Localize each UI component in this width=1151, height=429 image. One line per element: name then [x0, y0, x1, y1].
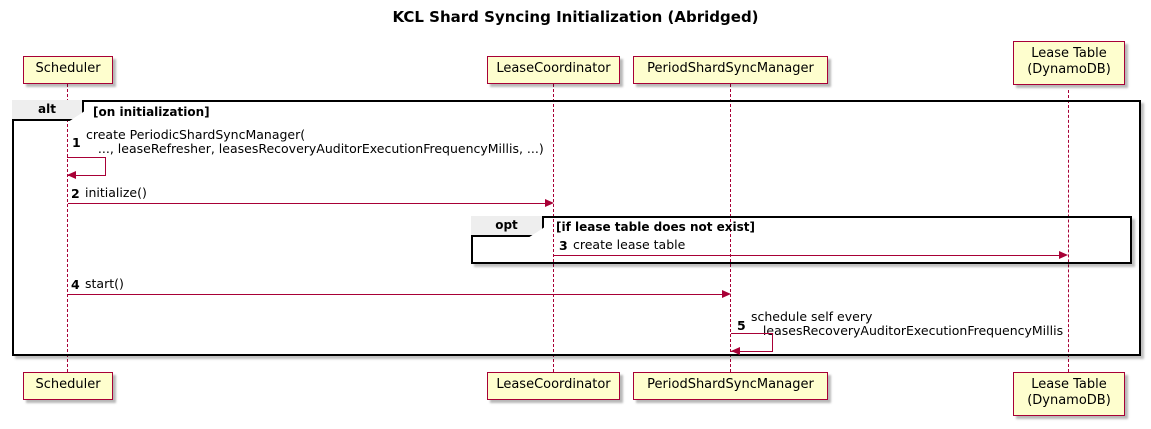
message-1-self-loop: [67, 157, 106, 176]
message-2-arrowhead: [545, 199, 554, 207]
lifeline-lease-table: [1068, 90, 1069, 372]
message-3-number: 3: [559, 238, 568, 253]
message-4-line: [68, 294, 723, 295]
message-4-number: 4: [71, 277, 80, 292]
participant-lease-coordinator-top[interactable]: LeaseCoordinator: [487, 56, 620, 84]
message-4-label: start(): [85, 276, 124, 291]
message-5-number: 5: [737, 318, 746, 333]
page-title: KCL Shard Syncing Initialization (Abridg…: [392, 8, 759, 26]
participant-lease-table-top[interactable]: Lease Table (DynamoDB): [1013, 41, 1125, 85]
participant-lease-table-bottom[interactable]: Lease Table (DynamoDB): [1013, 372, 1125, 416]
message-1-label-line2: ..., leaseRefresher, leasesRecoveryAudit…: [86, 141, 544, 156]
lifeline-period-shard-sync-manager: [730, 84, 731, 372]
message-3-line: [554, 255, 1060, 256]
message-1-number: 1: [72, 135, 81, 150]
fragment-alt-guard: [on initialization]: [93, 105, 210, 119]
fragment-opt: [471, 216, 1132, 264]
message-5-label-line2: leasesRecoveryAuditorExecutionFrequencyM…: [751, 323, 1064, 338]
participant-period-shard-sync-manager-top[interactable]: PeriodShardSyncManager: [633, 56, 828, 84]
message-2-label: initialize(): [85, 185, 147, 200]
participant-scheduler-top[interactable]: Scheduler: [23, 56, 113, 84]
lifeline-lease-coordinator: [553, 84, 554, 372]
fragment-opt-guard: [if lease table does not exist]: [556, 220, 756, 234]
message-3-label: create lease table: [573, 237, 686, 252]
message-3-arrowhead: [1059, 251, 1068, 259]
fragment-alt-operator: alt: [12, 100, 84, 121]
message-5-arrowhead: [731, 347, 740, 355]
message-5-self-loop: [731, 333, 773, 352]
message-2-number: 2: [71, 186, 80, 201]
message-1-label-line1: create PeriodicShardSyncManager(: [86, 127, 306, 142]
message-1-arrowhead: [67, 171, 76, 179]
fragment-alt: [12, 100, 1141, 356]
message-5-label-line1: schedule self every: [751, 309, 873, 324]
message-4-arrowhead: [722, 290, 731, 298]
participant-scheduler-bottom[interactable]: Scheduler: [23, 372, 113, 400]
fragment-opt-operator: opt: [471, 216, 544, 237]
participant-lease-coordinator-bottom[interactable]: LeaseCoordinator: [487, 372, 620, 400]
message-2-line: [68, 203, 546, 204]
lifeline-scheduler: [67, 84, 68, 372]
participant-period-shard-sync-manager-bottom[interactable]: PeriodShardSyncManager: [633, 372, 828, 400]
